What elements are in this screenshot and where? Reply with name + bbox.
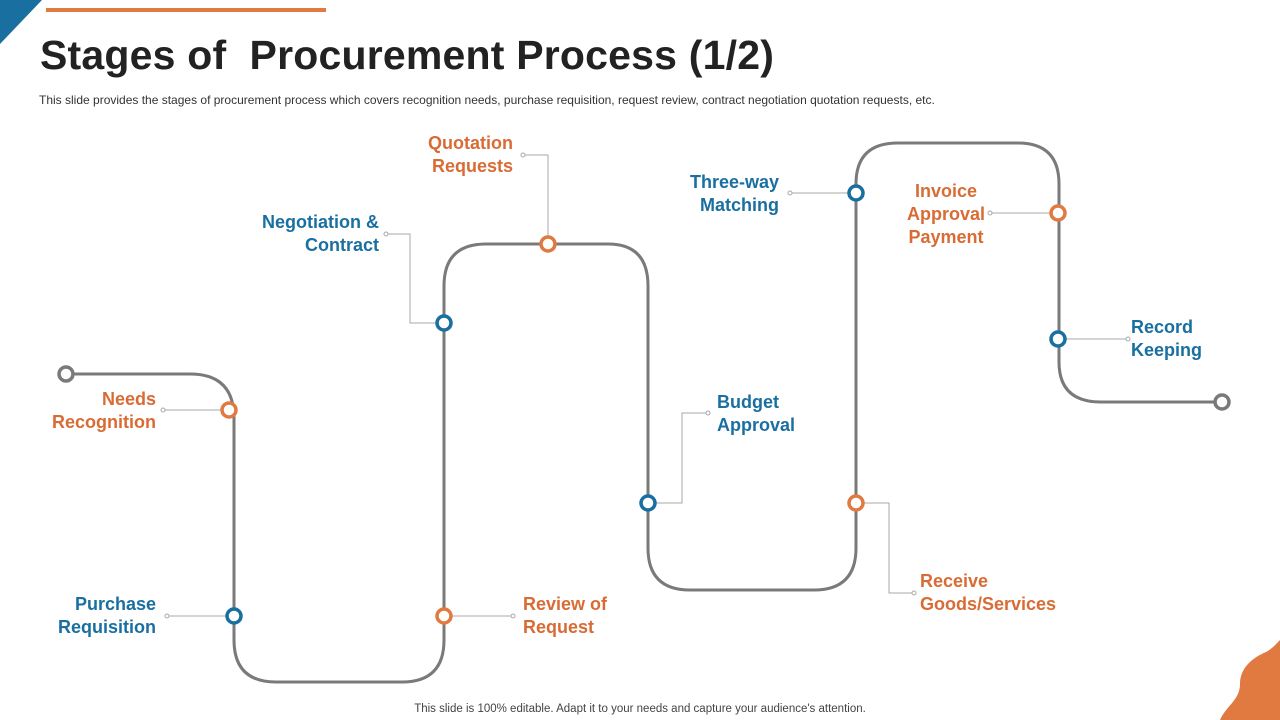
label-review-of-request: Review of Request [523,594,608,637]
label-budget-approval: Budget Approval [717,392,796,435]
page-subtitle: This slide provides the stages of procur… [39,93,935,107]
marker-three-way-matching [847,184,865,202]
label-invoice-approval-payment: Invoice Approval Payment [906,181,985,247]
connector-quotation-requests [523,154,549,244]
marker-budget-approval [639,494,657,512]
label-quotation-requests: Quotation Requests [428,133,513,176]
label-needs-recognition: Needs Recognition [52,389,156,432]
marker-review-of-request [435,607,453,625]
path-end-node [1213,393,1231,411]
footer-note: This slide is 100% editable. Adapt it to… [414,703,866,715]
connector-receive-goods [856,502,914,594]
marker-purchase-requisition [225,607,243,625]
label-purchase-requisition: Purchase Requisition [58,594,156,637]
marker-needs-recognition [220,401,238,419]
label-negotiation-contract: Negotiation & Contract [262,212,379,255]
marker-invoice-approval-payment [1049,204,1067,222]
connector-negotiation-contract [386,233,444,324]
title-accent-bar [46,8,326,12]
marker-receive-goods-services [847,494,865,512]
corner-decoration-bottom-right [1220,640,1280,720]
connector-budget-approval [648,412,708,504]
page-title: Stages of Procurement Process (1/2) [40,32,775,78]
process-path [66,141,1222,684]
marker-negotiation-contract [435,314,453,332]
path-start-node [57,365,75,383]
marker-quotation-requests [539,235,557,253]
marker-record-keeping [1049,330,1067,348]
label-receive-goods-services: Receive Goods/Services [920,571,1057,614]
corner-decoration-top-left [0,0,42,44]
label-three-way-matching: Three-way Matching [689,172,779,215]
label-record-keeping: Record Keeping [1131,317,1203,360]
